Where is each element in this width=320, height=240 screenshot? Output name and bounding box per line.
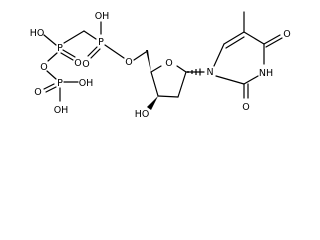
hashed-bond-c1-n1 bbox=[187, 68, 201, 76]
molecule-structure-diagram: HO P O O P O OH OH OH P O O O HO N O NH … bbox=[30, 11, 291, 120]
atom-o-ring: O bbox=[165, 58, 172, 69]
bond-n1-c6 bbox=[213, 43, 225, 67]
bond-c5-c4 bbox=[243, 31, 265, 45]
bond-ch2-p2 bbox=[83, 30, 97, 40]
atom-o-p2-double: O bbox=[82, 59, 89, 70]
atom-oh-c3: HO bbox=[135, 109, 150, 120]
atom-nh-n3: NH bbox=[259, 68, 273, 79]
atom-p3: P bbox=[57, 43, 63, 54]
atom-oh-p2-top: OH bbox=[95, 11, 110, 22]
atom-n1: N bbox=[206, 67, 213, 78]
bond-c2-n1 bbox=[215, 75, 245, 85]
atom-oh-p3-left: HO bbox=[30, 28, 45, 39]
bond-p3-ch2 bbox=[63, 30, 85, 44]
bond-ho-p3 bbox=[43, 34, 57, 46]
bond-p4-o-double-b bbox=[45, 86, 57, 93]
bond-c3-c4 bbox=[150, 71, 159, 97]
bond-p2-o-ester bbox=[104, 44, 125, 59]
bond-o-bridge-p4 bbox=[46, 70, 57, 80]
stereo-bonds bbox=[146, 50, 201, 110]
atom-o-p3-double: O bbox=[74, 58, 81, 69]
bond-p3-o-double-b bbox=[60, 52, 74, 61]
atom-o-bridge: O bbox=[40, 62, 47, 73]
bond-p3-o-bridge bbox=[47, 52, 58, 62]
bond-c4-o-ring bbox=[150, 65, 162, 73]
bonds bbox=[43, 11, 283, 102]
bond-c6-c5-a bbox=[223, 31, 245, 45]
atom-o-p4-double: O bbox=[34, 87, 41, 98]
bond-c2-c3 bbox=[157, 95, 179, 98]
atom-o-c2: O bbox=[242, 102, 249, 113]
wedge-bond-c4-c5 bbox=[146, 50, 151, 72]
bond-o-ring-c1 bbox=[176, 65, 187, 73]
bond-o-ester-c5 bbox=[133, 51, 147, 61]
atom-oh-p4-bottom: OH bbox=[54, 105, 69, 116]
bond-p3-o-double-a bbox=[62, 49, 76, 58]
bond-c1-c2 bbox=[177, 71, 187, 98]
atom-p2: P bbox=[98, 37, 104, 48]
atom-o-ester: O bbox=[125, 57, 132, 68]
wedge-bond-c3-oh bbox=[147, 96, 158, 110]
bond-c6-c5-b bbox=[225, 36, 245, 49]
atom-o-c4: O bbox=[283, 29, 290, 40]
bond-p4-o-double-a bbox=[43, 83, 55, 90]
bond-p2-o-double-b bbox=[90, 48, 101, 59]
bond-c4-o-a bbox=[263, 34, 281, 45]
bond-c4-o-b bbox=[265, 37, 283, 48]
atom-oh-p4-right: OH bbox=[79, 78, 94, 89]
bond-p2-o-double-a bbox=[87, 46, 98, 57]
bond-n3-c2 bbox=[243, 75, 259, 85]
atom-p4: P bbox=[57, 78, 63, 89]
atom-labels: HO P O O P O OH OH OH P O O O HO N O NH … bbox=[30, 11, 291, 120]
